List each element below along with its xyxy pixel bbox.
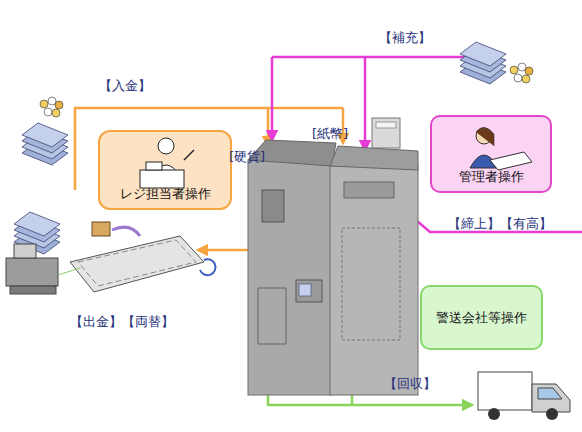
node-text: レジ担当者操作 [120, 186, 211, 201]
admin-icon [470, 127, 532, 170]
flow-label: 【回収】 [384, 376, 436, 392]
flow-label: 【補充】 [379, 30, 431, 46]
flow-label: 【出金】【両替】 [70, 314, 174, 330]
node-text: 管理者操作 [459, 169, 524, 184]
truck-illustration [478, 372, 570, 420]
flow-label: 【入金】 [99, 78, 151, 94]
coin-pile [510, 63, 533, 83]
node-text: 警送会社等操作 [436, 310, 527, 325]
cash-pile [22, 123, 68, 165]
cash-machine [248, 118, 418, 395]
cash-pile [460, 42, 506, 84]
operator-box: レジ担当者操作 [98, 130, 232, 210]
operator-box: 管理者操作 [430, 115, 552, 193]
flow-label: 【締上】【有高】 [448, 216, 552, 232]
part-label: [硬貨] [229, 149, 265, 165]
coin-pile [40, 97, 63, 117]
operator-box: 警送会社等操作 [420, 285, 543, 350]
part-label: [紙幣] [312, 126, 348, 142]
cashier-icon [140, 138, 194, 188]
register-illustration [6, 222, 215, 294]
